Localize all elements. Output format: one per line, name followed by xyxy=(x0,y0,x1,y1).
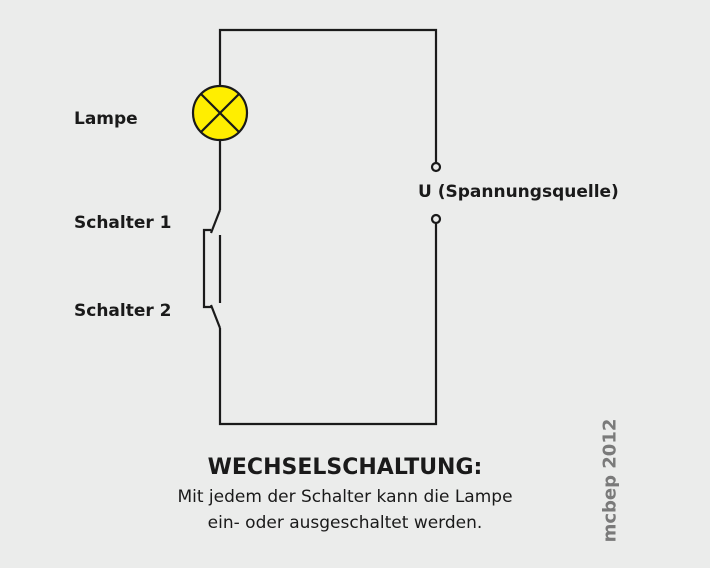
caption-line-1: Mit jedem der Schalter kann die Lampe xyxy=(177,487,513,507)
switch2-label: Schalter 2 xyxy=(74,301,172,321)
terminal-top xyxy=(430,161,442,173)
lamp-label: Lampe xyxy=(74,109,138,129)
switch2-lever xyxy=(209,304,222,329)
lamp-icon xyxy=(191,84,249,142)
switch1-lever xyxy=(209,209,222,234)
caption-title: WECHSELSCHALTUNG: xyxy=(207,455,483,480)
caption-line-2: ein- oder ausgeschaltet werden. xyxy=(207,513,483,533)
wire-top xyxy=(218,28,438,163)
terminal-bottom xyxy=(430,213,442,225)
credit-text: mcbep 2012 xyxy=(599,418,621,543)
switch-crossover-wire xyxy=(202,228,211,309)
switch1-label: Schalter 1 xyxy=(74,213,172,233)
wire-right-bottom xyxy=(218,223,438,426)
voltage-source-label: U (Spannungsquelle) xyxy=(418,182,619,202)
